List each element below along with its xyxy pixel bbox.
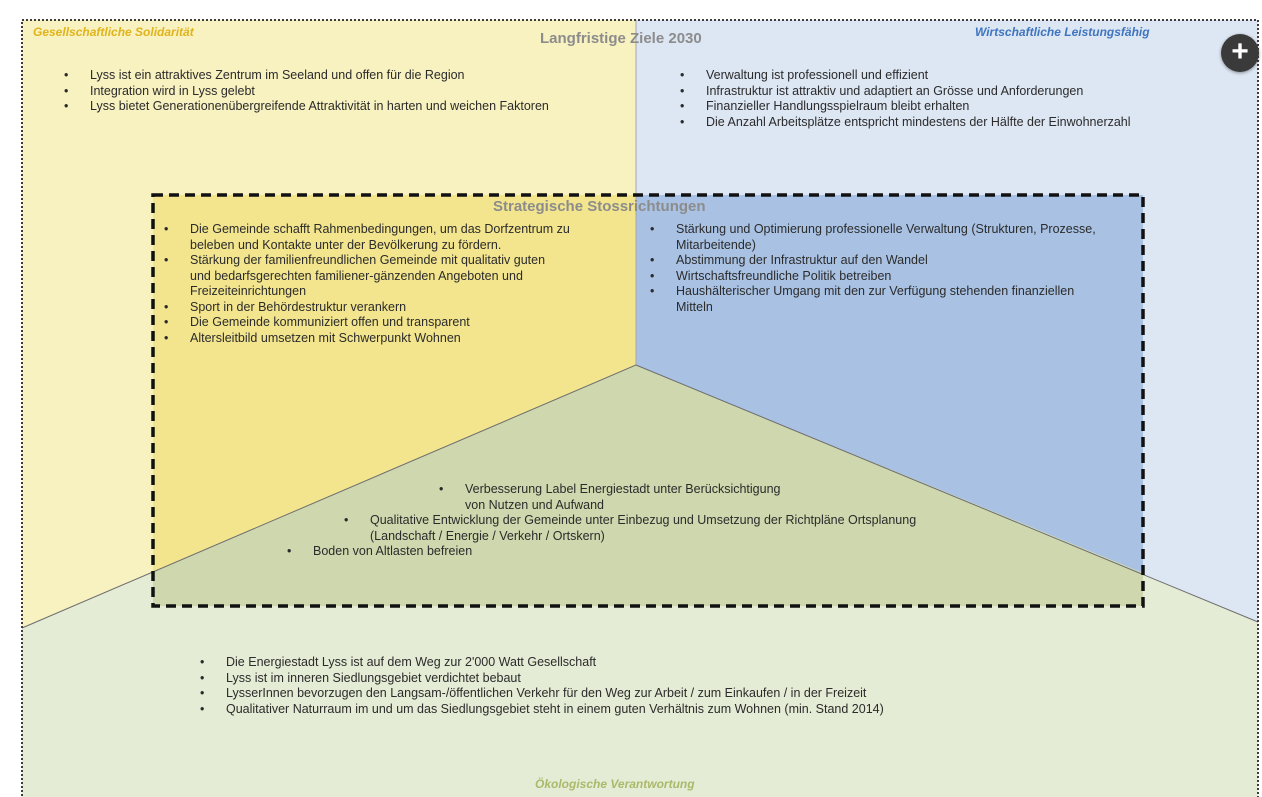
outer-frame xyxy=(21,19,1259,797)
social-goal-item: Lyss bietet Generationenübergreifende At… xyxy=(64,99,560,115)
divider-right xyxy=(635,364,1259,623)
ecological-goal-item: Lyss ist im inneren Siedlungsgebiet verd… xyxy=(200,671,1220,687)
ecological-strategies-list: Verbesserung Label Energiestadt unter Be… xyxy=(0,482,1262,560)
add-button[interactable]: + xyxy=(1221,34,1259,72)
economic-strategy-item: Wirtschaftsfreundliche Politik betreiben xyxy=(650,269,1090,285)
social-goal-item: Lyss ist ein attraktives Zentrum im Seel… xyxy=(64,68,624,84)
social-strategy-item: Die Gemeinde schafft Rahmenbedingungen, … xyxy=(164,222,590,253)
social-goals-list: Lyss ist ein attraktives Zentrum im Seel… xyxy=(64,68,624,115)
economic-goal-item: Verwaltung ist professionell und effizie… xyxy=(680,68,1240,84)
main-title: Langfristige Ziele 2030 xyxy=(540,30,702,47)
ecological-goal-item: Die Energiestadt Lyss ist auf dem Weg zu… xyxy=(200,655,1220,671)
social-strategy-item: Altersleitbild umsetzen mit Schwerpunkt … xyxy=(164,331,584,347)
social-strategy-item: Die Gemeinde kommuniziert offen und tran… xyxy=(164,315,584,331)
economic-strategy-item: Stärkung und Optimierung professionelle … xyxy=(650,222,1096,253)
social-strategy-item: Sport in der Behördestruktur verankern xyxy=(164,300,584,316)
strategy-frame xyxy=(151,193,1145,608)
economic-goal-item: Finanzieller Handlungsspielraum bleibt e… xyxy=(680,99,1240,115)
economic-goal-item: Infrastruktur ist attraktiv und adaptier… xyxy=(680,84,1240,100)
divider-left xyxy=(21,364,637,629)
strategy-title: Strategische Stossrichtungen xyxy=(493,198,706,215)
social-goal-item: Integration wird in Lyss gelebt xyxy=(64,84,624,100)
ecological-strategy-item: Verbesserung Label Energiestadt unter Be… xyxy=(439,482,795,513)
ecological-goal-item: Qualitativer Naturraum im und um das Sie… xyxy=(200,702,1220,718)
economic-strategy-item: Haushälterischer Umgang mit den zur Verf… xyxy=(650,284,1096,315)
ecological-strategy-item: Boden von Altlasten befreien xyxy=(287,544,1262,560)
ecological-dimension-label: Ökologische Verantwortung xyxy=(535,777,695,791)
economic-dimension-label: Wirtschaftliche Leistungsfähig xyxy=(975,25,1150,39)
ecological-strategy-item: Qualitative Entwicklung der Gemeinde unt… xyxy=(344,513,950,544)
economic-goals-list: Verwaltung ist professionell und effizie… xyxy=(680,68,1240,130)
social-strategies-list: Die Gemeinde schafft Rahmenbedingungen, … xyxy=(164,222,584,346)
ecological-goal-item: LysserInnen bevorzugen den Langsam-/öffe… xyxy=(200,686,1220,702)
economic-strategies-list: Stärkung und Optimierung professionelle … xyxy=(650,222,1096,315)
ecological-goals-list: Die Energiestadt Lyss ist auf dem Weg zu… xyxy=(200,655,1220,717)
social-strategy-item: Stärkung der familienfreundlichen Gemein… xyxy=(164,253,568,300)
economic-goal-item: Die Anzahl Arbeitsplätze entspricht mind… xyxy=(680,115,1186,131)
social-dimension-label: Gesellschaftliche Solidarität xyxy=(33,25,194,39)
economic-strategy-item: Abstimmung der Infrastruktur auf den Wan… xyxy=(650,253,1090,269)
